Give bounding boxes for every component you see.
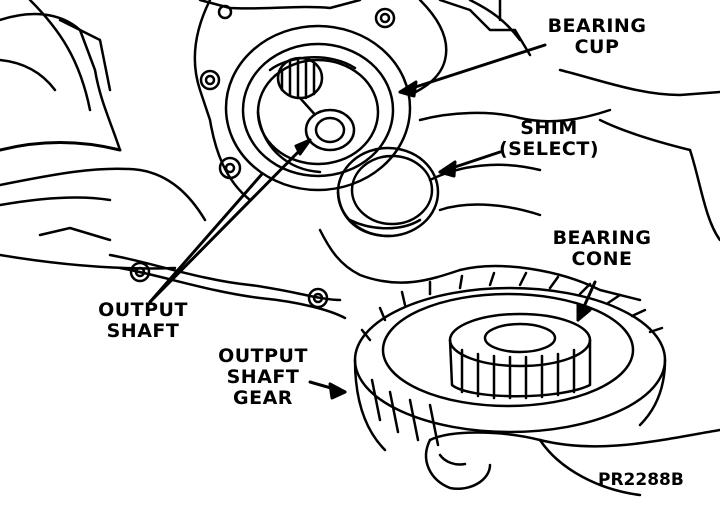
output-shaft-gear — [353, 271, 667, 452]
label-line: CUP — [574, 36, 620, 58]
housing-bolts — [129, 4, 396, 309]
case-housing — [0, 0, 532, 320]
label-line: BEARING — [547, 15, 647, 37]
label-bearing-cone: BEARING CONE — [542, 228, 662, 270]
shim — [336, 146, 440, 238]
lower-hand — [424, 428, 720, 497]
label-line: GEAR — [233, 387, 293, 409]
bearing-bore — [224, 24, 412, 192]
label-line: CONE — [571, 248, 633, 270]
label-bearing-cup: BEARING CUP — [532, 16, 662, 58]
label-line: SHAFT — [226, 366, 300, 388]
label-line: BEARING — [552, 227, 652, 249]
label-line: SHAFT — [106, 320, 180, 342]
label-line: OUTPUT — [218, 345, 308, 367]
label-output-shaft-gear: OUTPUT SHAFT GEAR — [208, 346, 318, 409]
output-shaft — [276, 56, 356, 152]
label-line: (SELECT) — [498, 138, 600, 160]
label-output-shaft: OUTPUT SHAFT — [88, 300, 198, 342]
figure-code: PR2288B — [598, 470, 684, 490]
label-line: OUTPUT — [98, 299, 188, 321]
label-line: SHIM — [520, 117, 578, 139]
leader-arrows — [148, 43, 597, 400]
label-shim: SHIM (SELECT) — [494, 118, 604, 160]
